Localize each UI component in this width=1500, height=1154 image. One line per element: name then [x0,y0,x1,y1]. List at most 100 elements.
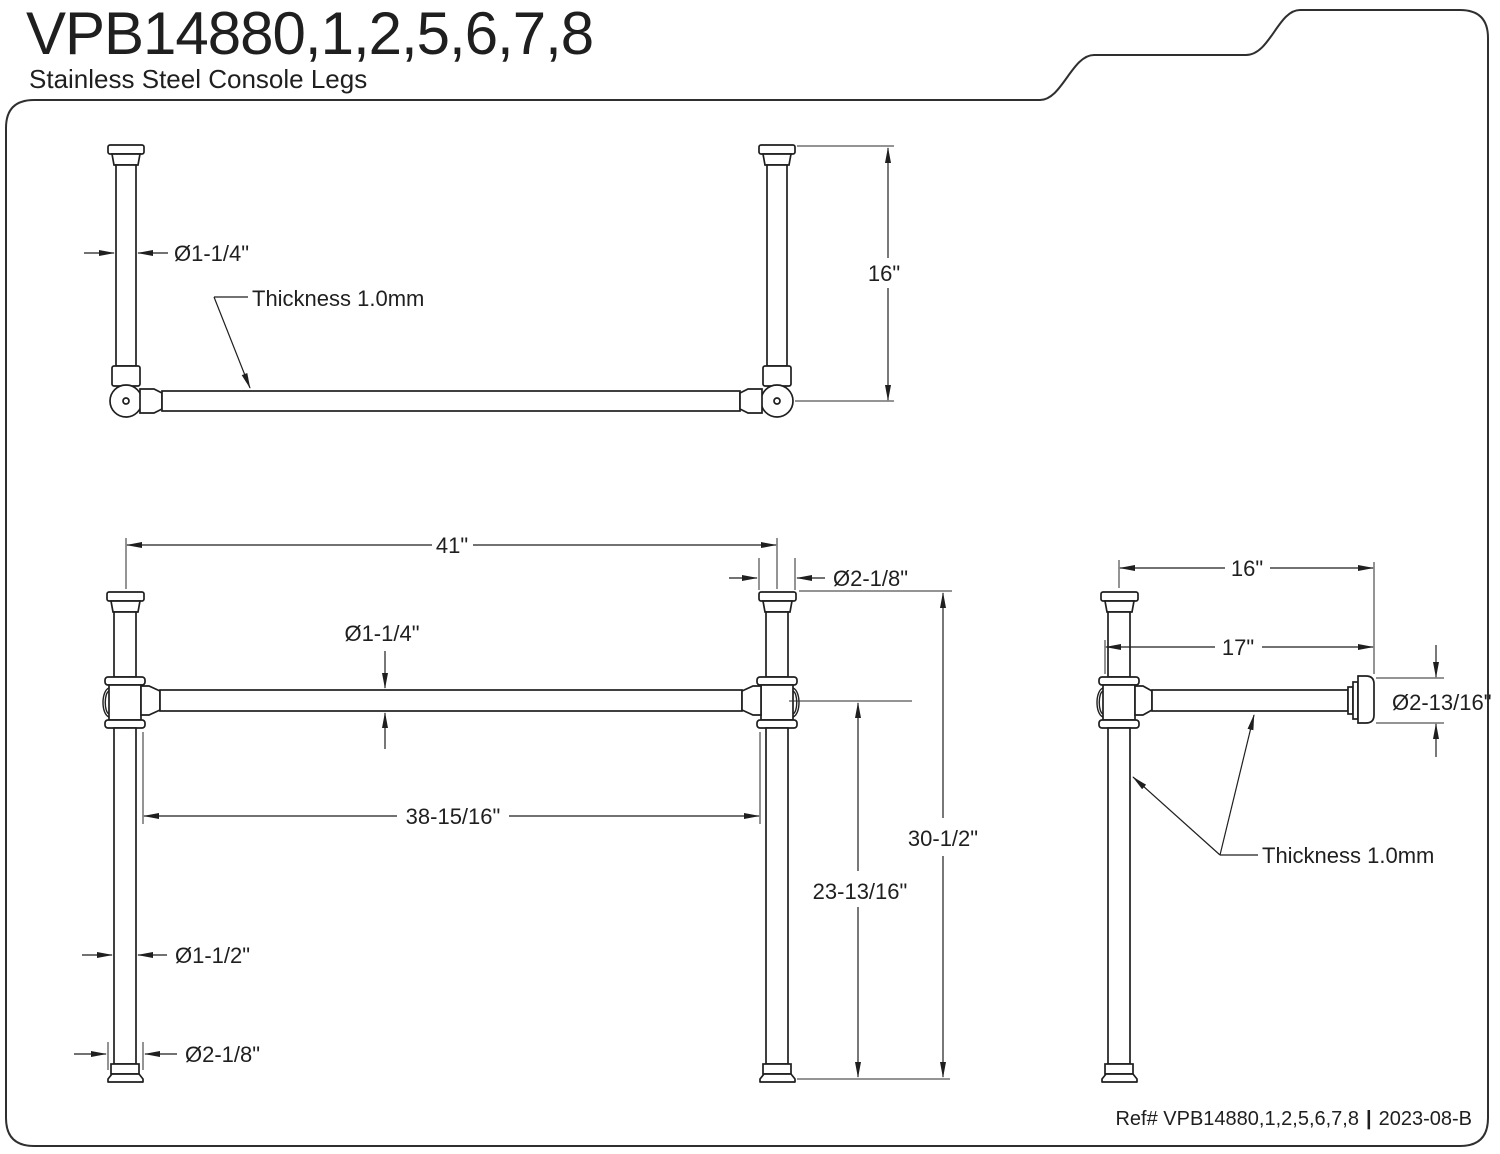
leg-cap-collar [761,153,793,166]
front-view-right-leg [741,591,800,1083]
leg-cap [106,591,145,602]
title-block: VPB14880,1,2,5,6,7,8 Stainless Steel Con… [26,0,594,94]
foot-flare [1101,1073,1138,1083]
joint-socket [741,685,762,716]
front-view: 41" Ø2-1/8" Ø1-1/4" 38-15/16" 30-1/2" [74,533,978,1083]
leg-cap [107,144,145,155]
dim-front-foot-diameter: Ø2-1/8" [74,1042,260,1070]
leg-tube-upper [1107,611,1131,678]
callout-label: Thickness 1.0mm [252,286,424,311]
dim-label: 17" [1222,635,1254,660]
dim-front-overall-width-41: 41" [125,533,778,589]
leg-cap-collar [1103,600,1136,613]
page-subtitle: Stainless Steel Console Legs [29,64,367,94]
dim-front-cap-diameter: Ø2-1/8" [729,558,908,591]
leg-tube [766,164,788,367]
joint-collar-top [104,676,146,686]
joint-ball-arc [1096,687,1104,718]
dim-top-tube-diameter: Ø1-1/4" [84,241,249,266]
footer: Ref# VPB14880,1,2,5,6,7,8 | 2023-08-B [1115,1108,1472,1130]
side-view-arm [1151,689,1349,712]
joint-socket [739,388,763,414]
dim-label: 41" [436,533,468,558]
callout-top-thickness: Thickness 1.0mm [213,286,424,389]
dim-label: 38-15/16" [406,804,501,829]
foot-flare [759,1073,796,1083]
dim-side-depth-17: 17" [1104,635,1374,674]
dim-label: Ø1-1/4" [344,621,419,646]
leg-tube-upper [113,611,137,678]
dim-front-crossbar-height: 23-13/16" [789,700,912,1078]
top-view-left-leg [107,144,163,418]
reference-date: 2023-08-B [1379,1108,1472,1130]
callout-side-thickness: Thickness 1.0mm [1132,714,1434,868]
leg-tube [115,164,137,367]
dim-front-overall-height: 30-1/2" [797,590,978,1080]
dim-label: 30-1/2" [908,826,978,851]
joint-body [108,684,142,721]
joint-ball-arc-inner [792,690,798,715]
joint-socket [1134,685,1153,716]
dim-label: Ø1-1/2" [175,943,250,968]
side-view: 16" 17" Ø2-13/16" Thickness 1.0mm [1096,556,1492,1083]
joint-collar-top [756,676,798,686]
dim-front-inner-width: 38-15/16" [142,732,761,829]
leg-tube-lower [1107,727,1131,1065]
dim-label: Ø2-1/8" [833,566,908,591]
joint-collar-bottom [756,719,798,729]
leg-cap [758,591,797,602]
leg-cap [758,144,796,155]
leg-cap-collar [110,153,142,166]
top-view: Ø1-1/4" Thickness 1.0mm 16" [84,144,900,418]
sheet-border [5,9,1489,1147]
joint-ball-hole [122,397,130,405]
dim-front-leg-diameter: Ø1-1/2" [82,943,250,968]
dim-label: Ø1-1/4" [174,241,249,266]
callout-label: Thickness 1.0mm [1262,843,1434,868]
joint-ball-arc [102,687,110,718]
foot-collar [110,1063,140,1075]
flange-plate [1357,675,1375,724]
dim-label: 16" [1231,556,1263,581]
joint-collar-bottom [104,719,146,729]
dim-top-height-16: 16" [795,145,900,402]
dim-label: Ø2-13/16" [1392,690,1492,715]
leg-cap [1100,591,1139,602]
joint-body [760,684,794,721]
joint-socket [139,388,163,414]
joint-ball-arc-inner [104,690,110,715]
joint-collar-bottom [1098,719,1140,729]
joint-ball-arc-inner [1098,690,1104,715]
dim-label: Ø2-1/8" [185,1042,260,1067]
reference-line: Ref# VPB14880,1,2,5,6,7,8 | 2023-08-B [1115,1108,1472,1130]
front-view-left-leg [102,591,161,1083]
leg-tube-lower [113,727,137,1065]
side-view-leg [1096,591,1153,1083]
joint-ball-arc [792,687,800,718]
dim-side-depth-16: 16" [1118,556,1375,674]
joint-body [1102,684,1136,721]
foot-collar [762,1063,792,1075]
leg-cap-collar [761,600,794,613]
side-view-wall-flange [1347,675,1375,724]
joint-collar-top [1098,676,1140,686]
dim-label: 23-13/16" [813,879,908,904]
leg-tube-lower [765,727,789,1065]
joint-body [762,365,792,387]
page-title: VPB14880,1,2,5,6,7,8 [26,0,593,67]
front-view-crossbar [159,689,743,712]
foot-collar [1104,1063,1134,1075]
reference-separator: | [1366,1108,1372,1130]
dim-front-crossbar-diameter: Ø1-1/4" [344,621,420,749]
top-view-right-leg [739,144,796,418]
joint-socket [140,685,161,716]
dim-side-flange-diameter: Ø2-13/16" [1376,645,1492,757]
joint-ball-hole [773,397,781,405]
leg-cap-collar [109,600,142,613]
joint-body [111,365,141,387]
reference-text: Ref# VPB14880,1,2,5,6,7,8 [1115,1108,1359,1130]
leg-tube-upper [765,611,789,678]
foot-flare [107,1073,144,1083]
